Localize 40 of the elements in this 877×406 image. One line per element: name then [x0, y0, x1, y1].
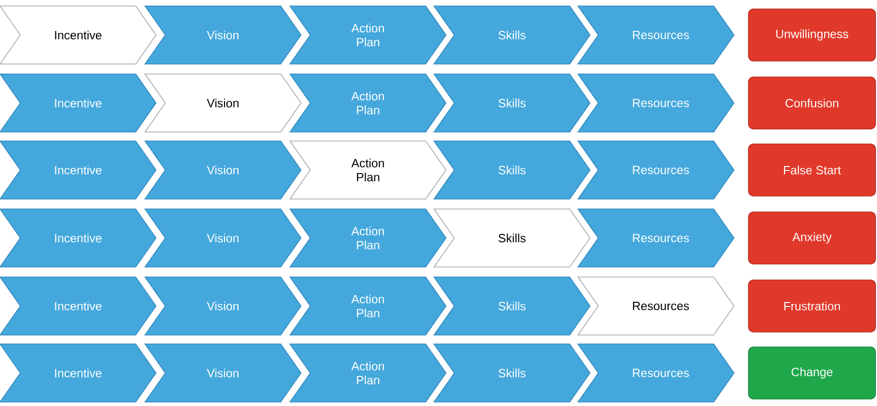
process-step: Incentive [0, 74, 156, 132]
process-step: Incentive [0, 140, 156, 200]
node-label: Resources [632, 368, 689, 378]
process-step: Skills [433, 6, 590, 64]
node-label: Action Plan [351, 362, 384, 384]
outcome-box: Frustration [748, 280, 876, 332]
process-step: Incentive [0, 344, 156, 402]
process-step: Action Plan [289, 344, 446, 402]
process-step: Vision [144, 140, 302, 200]
outcome-box: Anxiety [748, 212, 876, 264]
outcome-box: Change [748, 346, 876, 400]
process-step: Vision [144, 208, 302, 268]
process-step: Skills [433, 140, 590, 200]
process-step: Action Plan [289, 6, 446, 64]
node-label: Vision [206, 368, 238, 378]
process-step: Skills [433, 344, 590, 402]
outcome-box: False Start [748, 144, 876, 196]
process-step: Action Plan [289, 74, 446, 132]
process-step: Action Plan [289, 140, 446, 200]
process-step: Action Plan [289, 208, 446, 268]
process-step: Vision [144, 276, 302, 336]
process-step: Skills [433, 208, 590, 268]
process-step: Incentive [0, 6, 156, 64]
process-step: Resources [577, 6, 734, 64]
process-step: Vision [144, 344, 302, 402]
process-step: Resources [577, 344, 734, 402]
process-step: Incentive [0, 208, 156, 268]
process-step: Resources [577, 208, 734, 268]
process-step: Vision [144, 74, 302, 132]
process-step: Vision [144, 6, 302, 64]
node-label: Skills [498, 368, 526, 378]
outcome-box: Unwillingness [748, 8, 876, 62]
process-step: Action Plan [289, 276, 446, 336]
outcome-box: Confusion [748, 76, 876, 130]
process-step: Resources [577, 276, 734, 336]
process-step: Skills [433, 74, 590, 132]
process-step: Skills [433, 276, 590, 336]
process-step: Resources [577, 74, 734, 132]
process-step: Resources [577, 140, 734, 200]
process-step: Incentive [0, 276, 156, 336]
